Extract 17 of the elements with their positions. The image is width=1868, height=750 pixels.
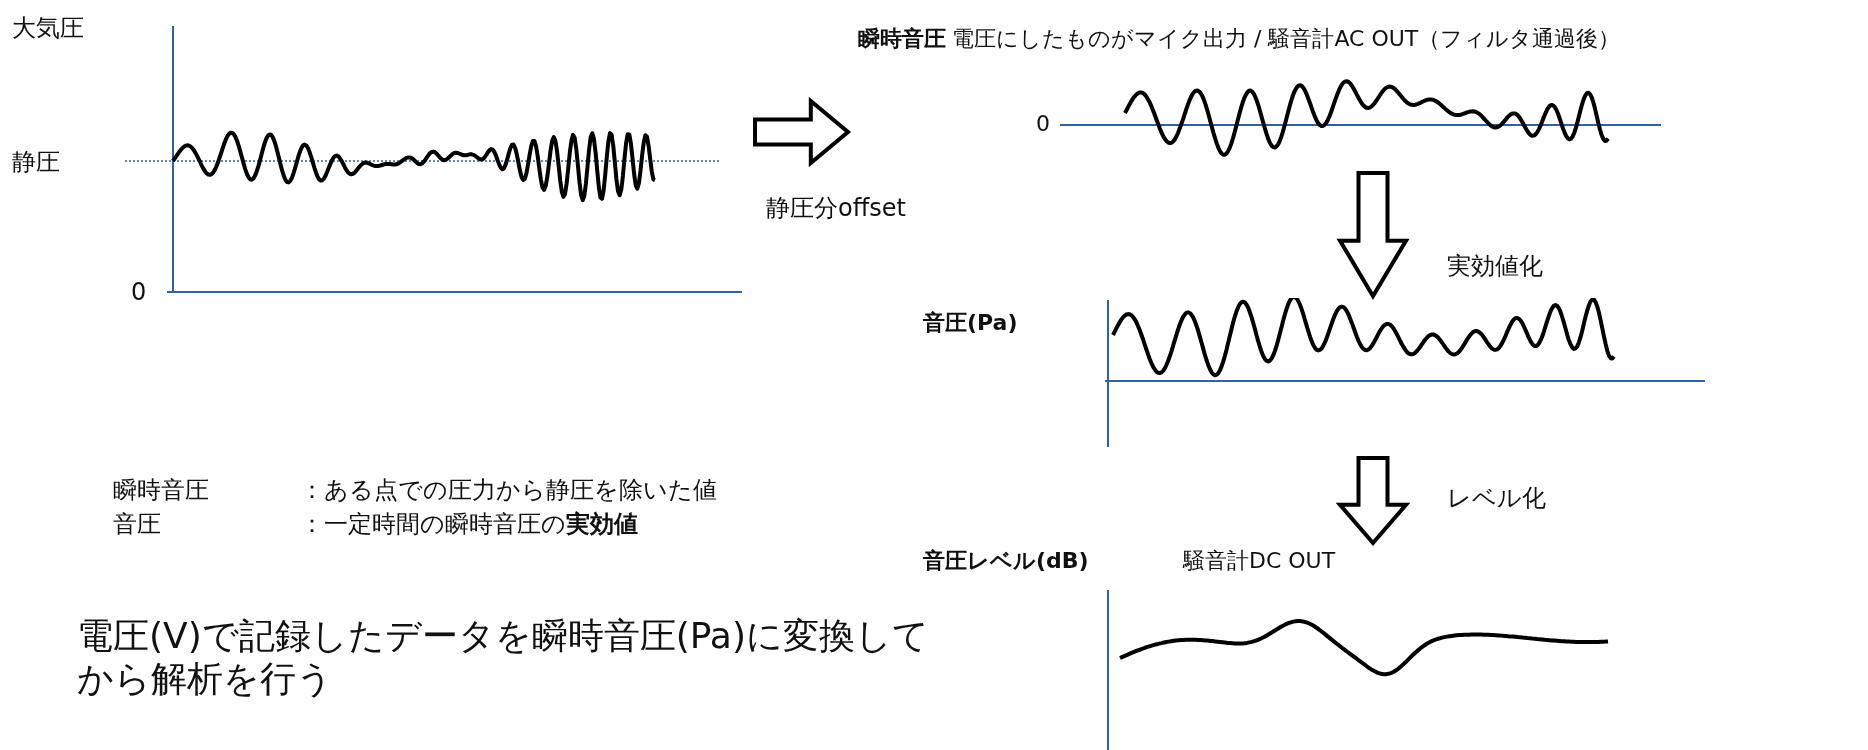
block-arrow [753, 96, 852, 168]
chart-title: 音圧(Pa) [923, 309, 1018, 337]
note-text: 電圧(V)で記録したデータを瞬時音圧(Pa)に変換してから解析を行う [77, 614, 930, 701]
definition-term: 瞬時音圧 [113, 475, 209, 506]
chart-title: 音圧レベル(dB) [923, 547, 1089, 575]
definition-text: ：一定時間の瞬時音圧の実効値 [300, 509, 638, 540]
axis-label: 大気圧 [12, 13, 84, 44]
block-arrow [1335, 456, 1411, 547]
definition-term: 音圧 [113, 509, 161, 540]
chart-subtitle: 騒音計DC OUT [1183, 547, 1336, 575]
axis-label: 0 [1036, 111, 1050, 136]
chart-subtitle: 電圧にしたものがマイク出力 / 騒音計AC OUT（フィルタ通過後） [952, 25, 1621, 53]
definition-text: ：ある点での圧力から静圧を除いた値 [300, 475, 717, 506]
block-arrow [1336, 171, 1410, 300]
axis-label: 静圧 [12, 147, 60, 178]
axis-label: 0 [131, 278, 147, 306]
chart-title: 瞬時音圧 [858, 25, 946, 53]
